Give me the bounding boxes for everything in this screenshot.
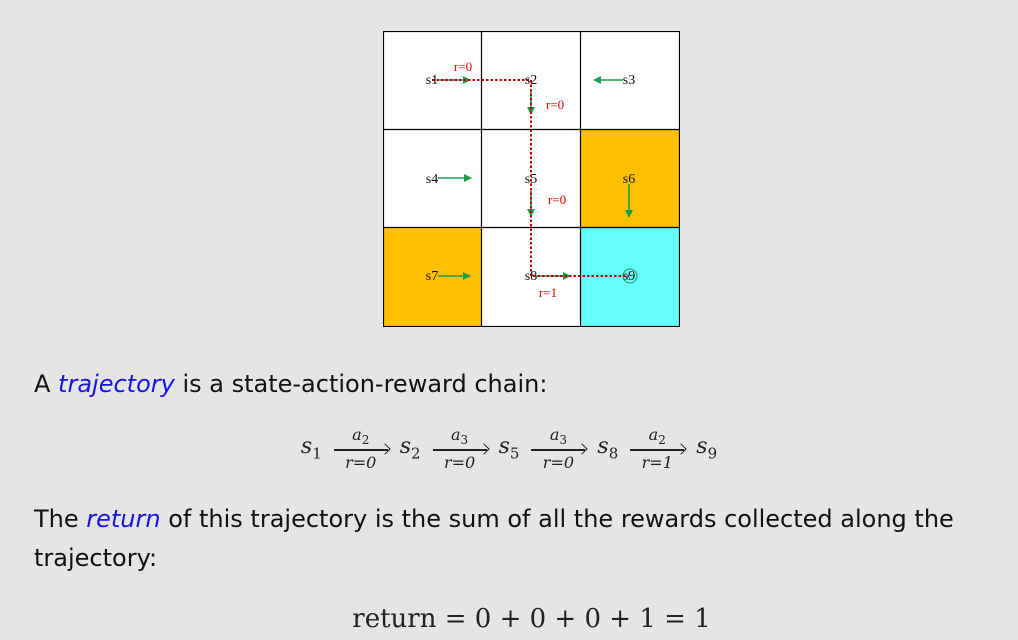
state-label-s8: s8 [525, 269, 537, 284]
return-equation: return = 0 + 0 + 0 + 1 = 1 [352, 604, 711, 634]
trajectory-path [432, 79, 629, 277]
term-trajectory: trajectory [58, 370, 175, 398]
chain-state: s1 [300, 434, 322, 463]
state-label-s3: s3 [623, 73, 635, 88]
reward-label: r=0 [546, 97, 564, 112]
reward-label: r=0 [454, 59, 472, 74]
chain-state: s2 [399, 434, 421, 463]
text: A [34, 370, 59, 398]
text: trajectory: [34, 544, 158, 572]
reward-label: r=0 [548, 192, 566, 207]
text: of this trajectory is the sum of all the… [160, 505, 954, 533]
text: is a state-action-reward chain: [174, 370, 548, 398]
chain-state: s9 [696, 434, 718, 463]
state-label-s4: s4 [426, 172, 438, 187]
reward-label: r=1 [539, 285, 557, 300]
grid-world: s1 s2 s3 s4 s5 s6 s7 s8 s9 r=0 r=0 r=0 r… [383, 31, 680, 327]
trajectory-definition: A trajectory is a state-action-reward ch… [34, 365, 547, 404]
term-return: return [86, 505, 161, 533]
state-label-s6: s6 [623, 172, 635, 187]
state-label-s7: s7 [426, 269, 438, 284]
chain-state: s8 [597, 434, 619, 463]
chain-state: s5 [498, 434, 520, 463]
return-definition: The return of this trajectory is the sum… [34, 500, 954, 578]
text: The [34, 505, 87, 533]
